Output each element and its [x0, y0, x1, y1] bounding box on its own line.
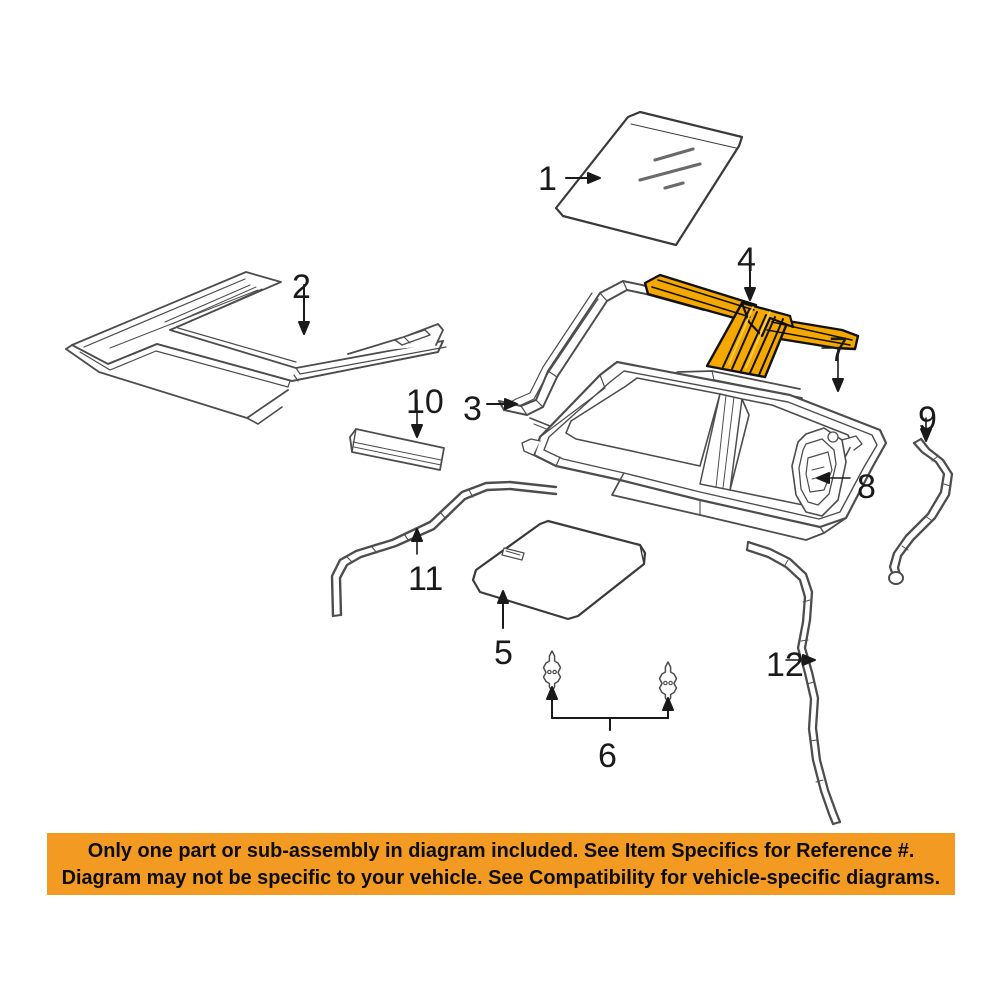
part-5-sunshade-panel — [471, 519, 647, 621]
part-4-sunroof-trim-rail-highlighted — [643, 273, 860, 379]
part-10-wind-deflector-strip — [349, 428, 445, 471]
part-2-roof-reinforcement-frame — [65, 271, 447, 425]
callout-number-1: 1 — [538, 160, 557, 198]
disclaimer-line-1: Only one part or sub-assembly in diagram… — [87, 839, 915, 862]
disclaimer-line-2: Diagram may not be specific to your vehi… — [61, 866, 941, 889]
callout-number-12: 12 — [766, 646, 804, 684]
callout-number-8: 8 — [857, 468, 876, 506]
callout-number-5: 5 — [494, 634, 513, 672]
leader-lines — [298, 172, 932, 731]
callout-number-2: 2 — [292, 268, 311, 306]
part-7-sunroof-frame-housing — [521, 360, 888, 541]
callout-number-4: 4 — [737, 241, 756, 279]
callout-number-9: 9 — [918, 400, 937, 438]
callout-number-7: 7 — [829, 331, 848, 369]
disclaimer-banner: Only one part or sub-assembly in diagram… — [47, 833, 955, 895]
callout-number-11: 11 — [408, 560, 444, 598]
callout-number-10: 10 — [406, 383, 444, 421]
callout-number-6: 6 — [598, 737, 617, 775]
part-8-drive-motor-bracket — [791, 427, 863, 517]
part-6-retainer-clips — [542, 650, 678, 703]
callout-number-3: 3 — [463, 390, 482, 428]
part-1-sunroof-glass-panel — [554, 110, 744, 247]
part-9-front-drain-hose — [888, 437, 954, 585]
